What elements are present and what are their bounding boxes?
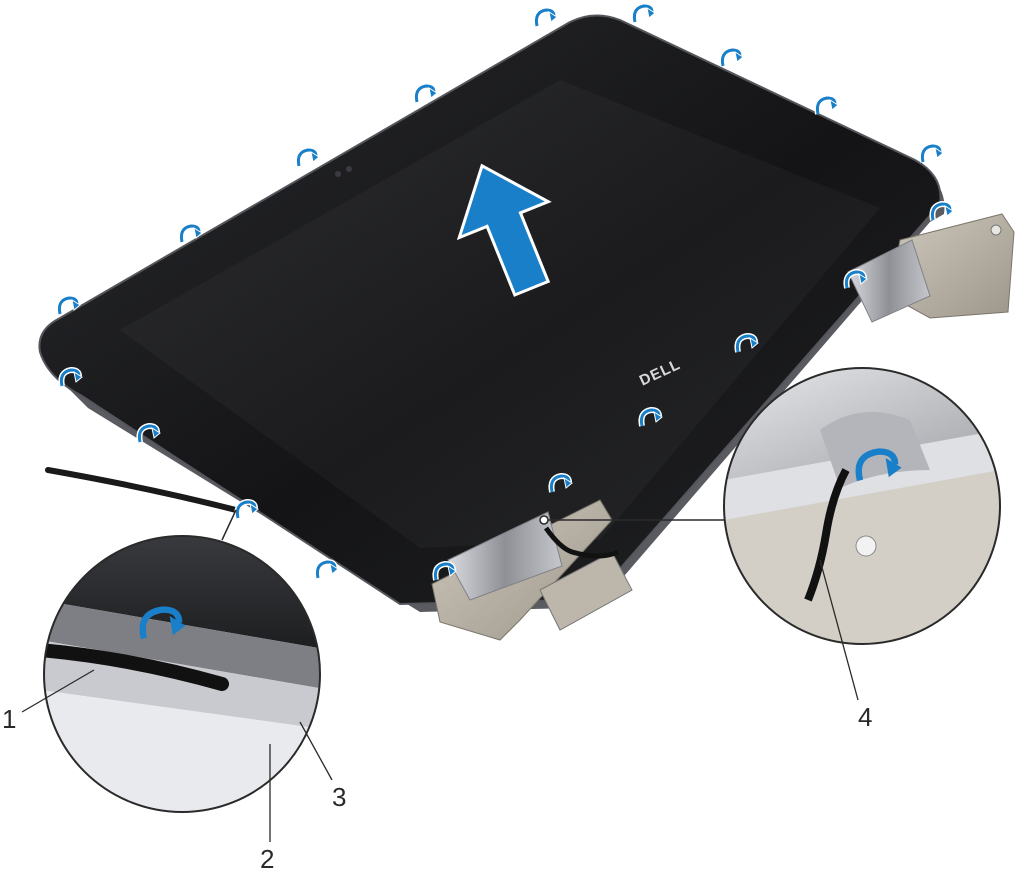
pry-arrow-icon	[548, 472, 573, 493]
pry-arrow-icon	[855, 448, 902, 482]
left-zoom-inset	[43, 535, 321, 813]
right-zoom-anchor	[539, 515, 549, 525]
pry-arrow-icon	[56, 294, 81, 315]
pry-arrow-icon	[734, 332, 759, 353]
pry-arrow-icon	[234, 498, 259, 519]
pry-arrow-icon	[139, 606, 186, 640]
camera-sensor	[335, 171, 341, 177]
pry-arrow-icon	[631, 2, 656, 23]
callout-3: 3	[332, 782, 346, 812]
pry-arrow-icon	[814, 94, 839, 115]
pry-arrow-icon	[178, 222, 203, 243]
plastic-scribe	[45, 467, 239, 513]
right-zoom-inset	[723, 367, 1001, 645]
callout-1-leader	[21, 669, 95, 713]
pry-arrow-icon	[843, 268, 868, 289]
pry-arrow-icon	[719, 46, 744, 67]
callout-3-leader	[299, 721, 333, 781]
pry-arrow-icon	[58, 366, 83, 387]
pry-arrow-icon	[432, 560, 457, 581]
callout-4: 4	[858, 702, 872, 732]
pry-arrow-icon	[413, 82, 438, 103]
callout-2: 2	[260, 844, 274, 874]
left-zoom-connector	[221, 509, 237, 541]
pry-arrow-icon	[314, 558, 339, 579]
pry-arrow-icon	[638, 406, 663, 427]
pry-arrow-icon	[919, 142, 944, 163]
pry-arrow-icon	[533, 6, 558, 27]
right-hinge	[847, 213, 1015, 323]
callout-4-leader	[819, 559, 859, 701]
lift-arrow-icon	[456, 163, 552, 297]
left-hinge	[431, 499, 633, 641]
display-panel	[38, 14, 942, 606]
pry-arrow-icon	[136, 422, 161, 443]
pry-arrow-icon	[295, 146, 320, 167]
pry-arrow-icon	[929, 200, 954, 221]
pry-arrows	[56, 2, 954, 581]
display-cable	[543, 526, 620, 559]
camera-lens	[346, 166, 352, 172]
callout-1: 1	[2, 704, 16, 734]
